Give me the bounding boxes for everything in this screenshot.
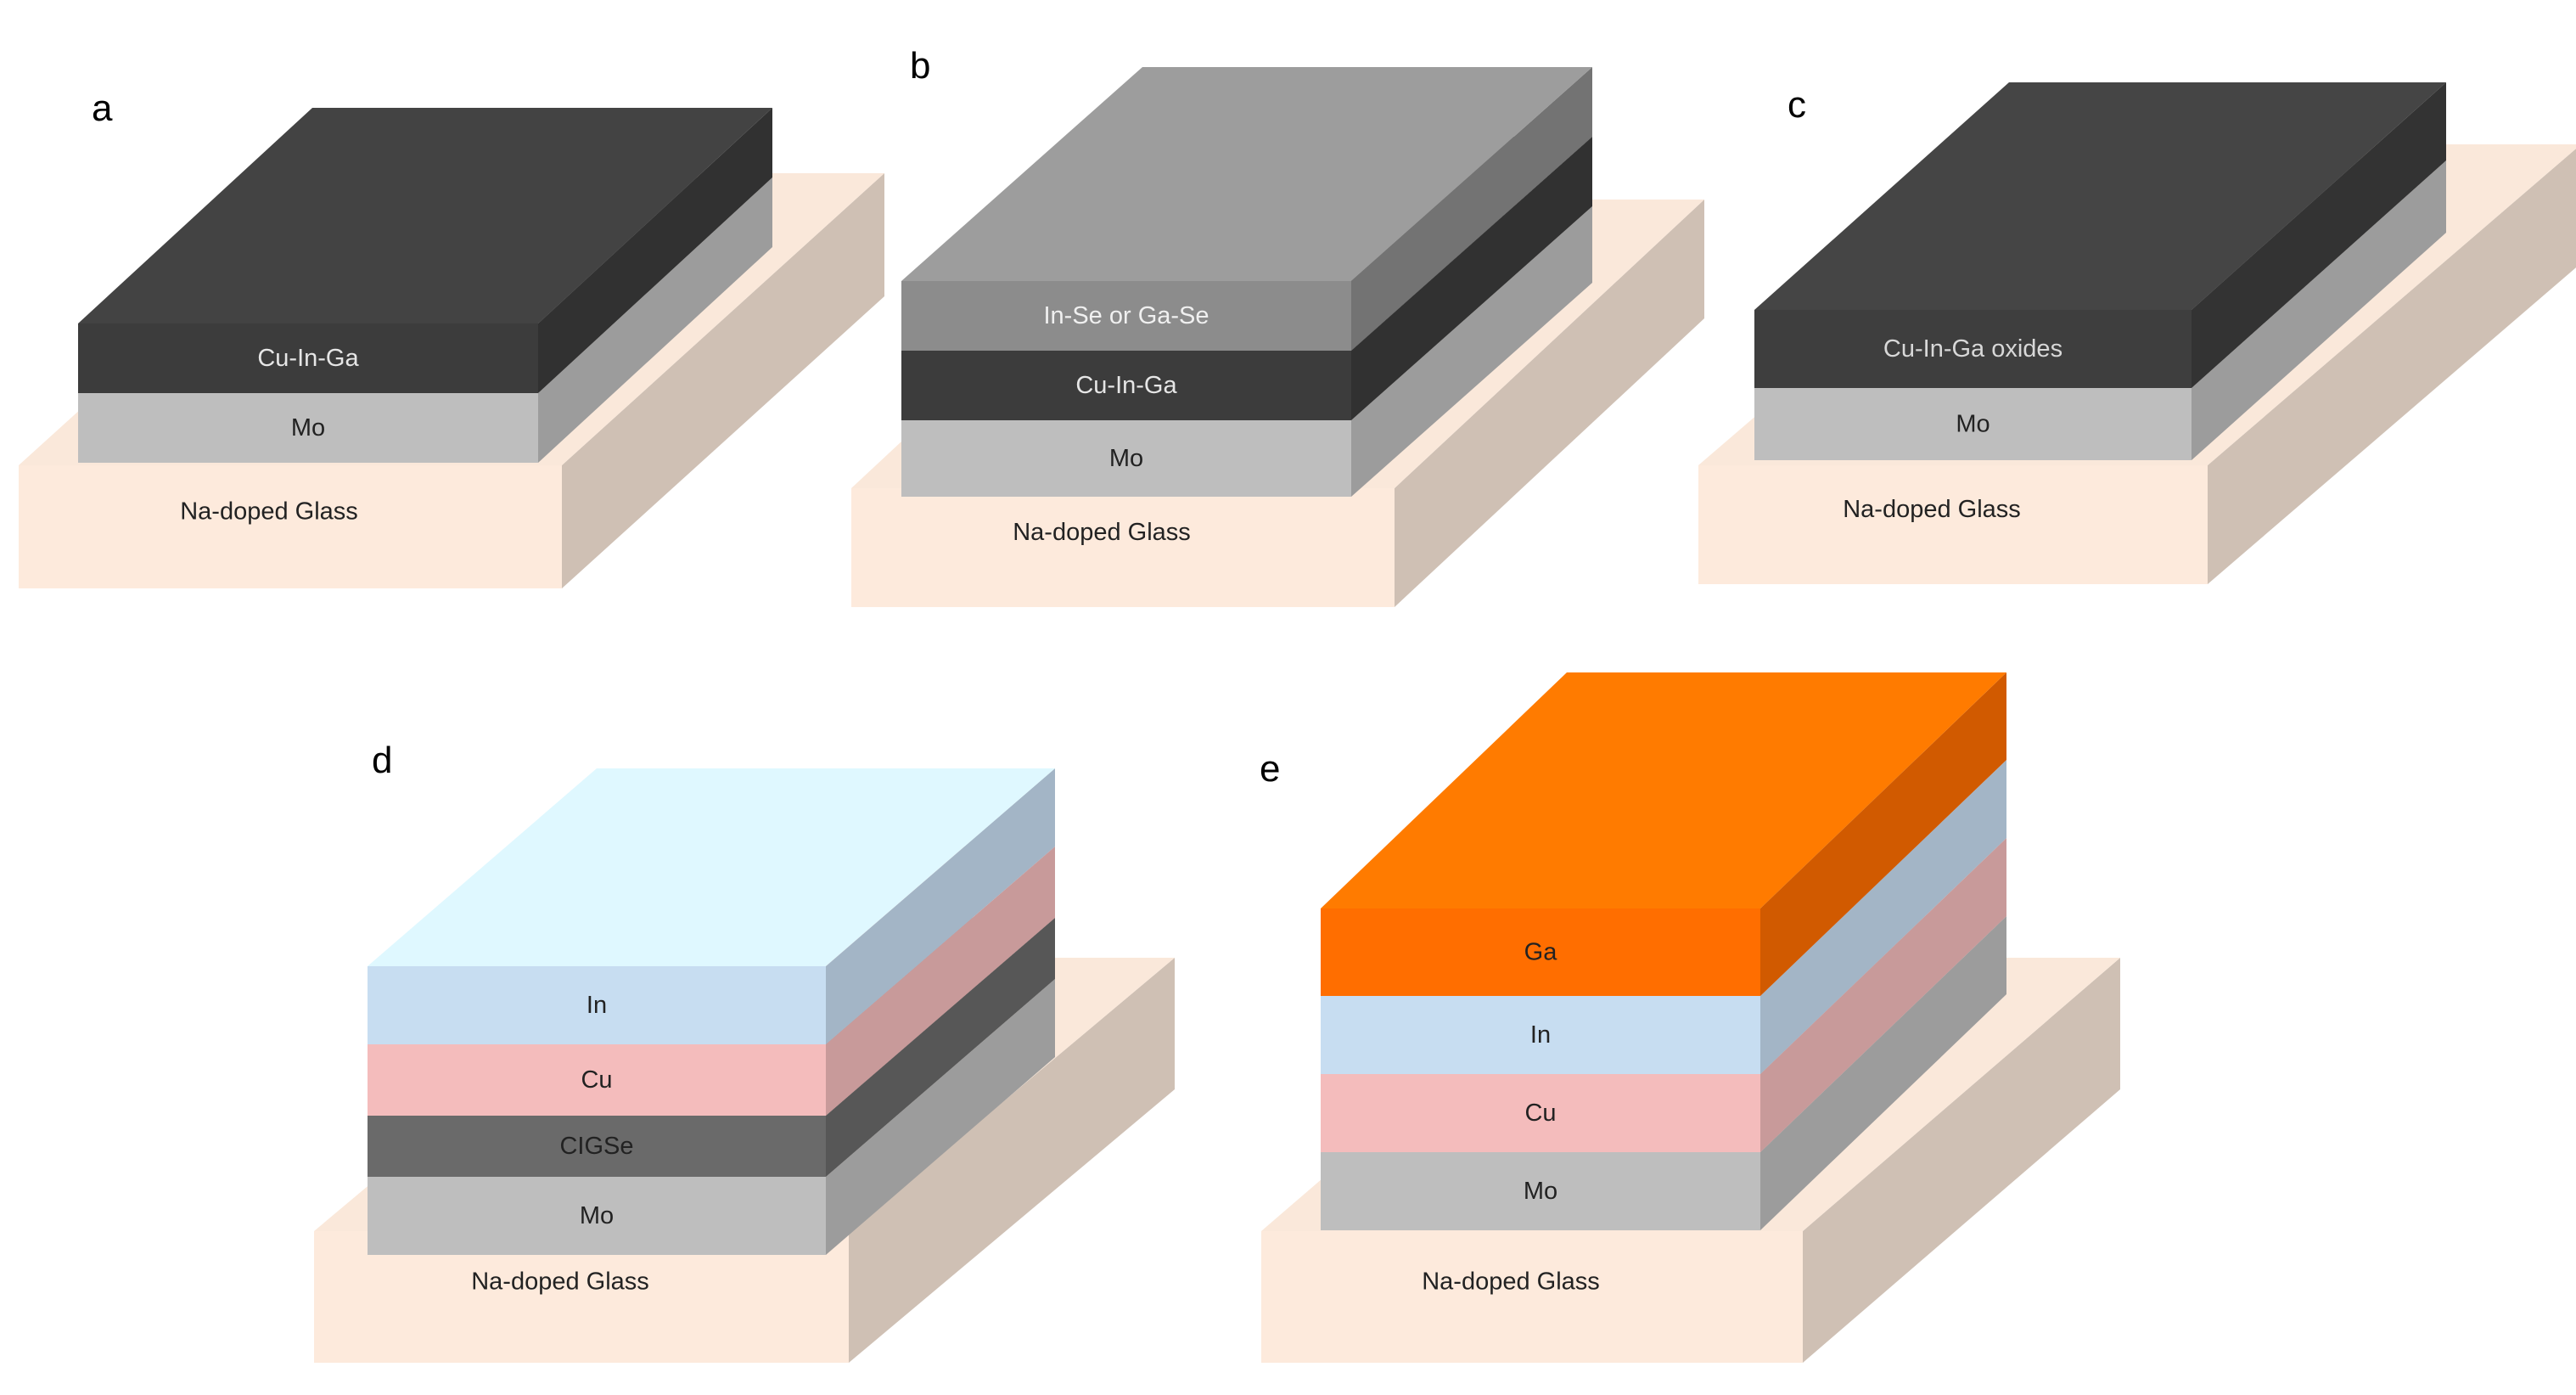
- layer-label: Mo: [1524, 1178, 1557, 1205]
- layer-cu-in-ga-side-face: [1351, 137, 1592, 420]
- glass-substrate-label: Na-doped Glass: [1422, 1268, 1600, 1296]
- layer-cu-in-ga-oxides-top-face: [1754, 82, 2446, 310]
- layer-mo-side-face: [1760, 916, 2006, 1230]
- layer-mo-side-face: [826, 979, 1055, 1255]
- layer-cu-front-face: [1321, 1074, 1760, 1152]
- layer-in-top-face: [368, 768, 1055, 966]
- layer-mo-side-face: [2192, 160, 2446, 460]
- layer-ga: Ga: [1321, 672, 2006, 996]
- panel-letter: e: [1260, 748, 1280, 790]
- panel-c: Na-doped Glass Mo Cu-In-Ga oxides c: [1698, 82, 2576, 584]
- glass-substrate-label: Na-doped Glass: [1013, 519, 1191, 546]
- layer-label: Cu-In-Ga oxides: [1883, 335, 2062, 363]
- layer-cu-side-face: [1760, 838, 2006, 1152]
- panel-letter: d: [372, 740, 392, 781]
- layer-label: Mo: [1109, 445, 1143, 472]
- glass-substrate-front-face: [1698, 465, 2208, 584]
- glass-substrate-front-face: [851, 488, 1395, 607]
- layer-in-front-face: [1321, 996, 1760, 1074]
- layer-in-se-or-ga-se-side-face: [1351, 67, 1592, 351]
- glass-substrate-front-face: [1261, 1231, 1803, 1363]
- layer-mo-front-face: [78, 393, 538, 463]
- layer-cu-in-ga-top-face: [78, 108, 772, 323]
- layer-mo-front-face: [368, 1177, 826, 1255]
- layer-in-front-face: [368, 966, 826, 1044]
- layer-cu-in-ga: Cu-In-Ga: [78, 108, 772, 393]
- glass-substrate-side-face: [2208, 149, 2576, 584]
- panel-letter: b: [910, 45, 930, 87]
- layer-cu-in-ga-oxides-front-face: [1754, 310, 2192, 388]
- layer-mo-front-face: [901, 420, 1351, 497]
- layer-label: Ga: [1524, 939, 1558, 966]
- layer-cu-in-ga-front-face: [78, 323, 538, 393]
- layer-cu-in-ga-oxides-side-face: [2192, 82, 2446, 388]
- layer-ga-front-face: [1321, 908, 1760, 996]
- glass-substrate-side-face: [1803, 958, 2120, 1363]
- layer-label: Cu-In-Ga: [1075, 372, 1177, 399]
- layer-mo-side-face: [1351, 206, 1592, 497]
- layer-label: Cu: [1524, 1100, 1556, 1127]
- panel-letter: c: [1787, 84, 1806, 126]
- layer-in: In: [368, 768, 1055, 1044]
- layer-label: Mo: [1956, 411, 1990, 438]
- layer-label: Cu-In-Ga: [257, 345, 359, 372]
- layer-label: In: [1530, 1021, 1551, 1049]
- layer-ga-top-face: [1321, 672, 2006, 908]
- layer-label: Mo: [291, 414, 325, 442]
- layer-label: In: [586, 992, 607, 1019]
- layer-mo-front-face: [1321, 1152, 1760, 1230]
- layer-label: In-Se or Ga-Se: [1043, 302, 1209, 329]
- layer-in-se-or-ga-se: In-Se or Ga-Se: [901, 67, 1592, 351]
- layer-cigse-front-face: [368, 1116, 826, 1177]
- layer-label: Mo: [580, 1202, 614, 1229]
- layer-cu-in-ga-side-face: [538, 108, 772, 393]
- layer-cu-in-ga-oxides: Cu-In-Ga oxides: [1754, 82, 2446, 388]
- glass-substrate-side-face: [1395, 200, 1704, 607]
- layer-cigse-side-face: [826, 918, 1055, 1177]
- layer-in-se-or-ga-se-top-face: [901, 67, 1592, 281]
- layer-ga-side-face: [1760, 672, 2006, 996]
- layer-label: CIGSe: [559, 1133, 633, 1160]
- layer-in-side-face: [826, 768, 1055, 1044]
- layer-mo-front-face: [1754, 388, 2192, 460]
- glass-substrate-label: Na-doped Glass: [180, 498, 358, 526]
- layer-cu-in-ga-front-face: [901, 351, 1351, 420]
- glass-substrate-side-face: [562, 173, 884, 588]
- panel-e: Na-doped Glass Mo Cu In Ga e: [1260, 672, 2120, 1363]
- layer-label: Cu: [581, 1066, 612, 1094]
- panel-letter: a: [92, 87, 113, 129]
- layer-mo-side-face: [538, 177, 772, 463]
- glass-substrate-front-face: [19, 465, 562, 588]
- glass-substrate-label: Na-doped Glass: [1843, 496, 2021, 523]
- layer-in-side-face: [1760, 760, 2006, 1074]
- layer-in-se-or-ga-se-front-face: [901, 281, 1351, 351]
- layer-cu-side-face: [826, 847, 1055, 1116]
- layer-cu-front-face: [368, 1044, 826, 1116]
- panel-d: Na-doped Glass Mo CIGSe Cu In d: [314, 740, 1175, 1363]
- panel-a: Na-doped Glass Mo Cu-In-Ga a: [19, 87, 884, 588]
- glass-substrate-label: Na-doped Glass: [471, 1268, 649, 1296]
- panel-b: Na-doped Glass Mo Cu-In-Ga In-Se or Ga-Se b: [851, 45, 1704, 607]
- glass-substrate-side-face: [849, 958, 1175, 1363]
